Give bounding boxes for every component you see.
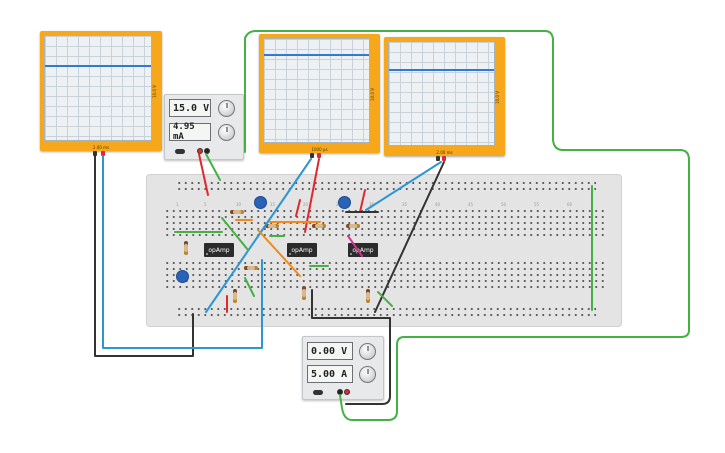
oscilloscope-left[interactable]: 10.0 V 2.00 ms [40,31,162,151]
wire-black[interactable] [311,289,391,405]
capacitor[interactable] [338,196,351,209]
oscilloscope-probe-black[interactable] [310,153,314,158]
column-number: 35 [402,202,408,207]
oscilloscope-right[interactable]: 10.0 V 2.00 ms [384,37,505,156]
oscilloscope-probe-red[interactable] [317,153,321,158]
resistor[interactable] [233,289,237,303]
oscilloscope-time-label: 2.00 ms [436,150,453,155]
power-switch-icon[interactable] [313,390,323,395]
psu-voltage-knob[interactable] [359,343,376,360]
oscilloscope-probe-red[interactable] [442,156,446,161]
wire-blue[interactable] [365,161,442,211]
wire-green[interactable] [221,217,249,251]
resistor[interactable] [346,224,360,228]
resistor[interactable] [302,286,306,300]
oscilloscope-probe-red[interactable] [101,151,105,156]
oscilloscope-probe-black[interactable] [93,151,97,156]
oscilloscope-screen [263,38,370,143]
wire-green[interactable] [205,153,221,181]
psu-terminal-red[interactable] [344,389,350,395]
psu-current-display: 4.95 mA [169,122,211,142]
column-number: 60 [567,202,573,207]
column-number: 20 [303,202,309,207]
oscilloscope-trace [389,69,494,71]
wire-black[interactable] [94,155,194,357]
resistor[interactable] [265,224,279,228]
wire-red[interactable] [295,199,301,217]
wire-green[interactable] [244,277,255,297]
wire-green[interactable] [377,291,393,307]
column-number: 30 [369,202,375,207]
resistor[interactable] [184,241,188,255]
oscilloscope-trace [45,65,151,67]
oscilloscope-time-label: 2.00 ms [92,145,110,150]
column-number: 10 [236,202,242,207]
psu-current-knob[interactable] [218,124,235,141]
resistor[interactable] [312,224,326,228]
power-supply-bottom[interactable]: 0.00 V 5.00 A [302,336,384,400]
capacitor[interactable] [176,270,189,283]
resistor[interactable] [244,266,258,270]
wire-red[interactable] [198,153,209,196]
wire-orange[interactable] [257,229,301,277]
resistor[interactable] [230,210,244,214]
column-number: 40 [435,202,441,207]
oscilloscope-probe-black[interactable] [436,156,440,161]
column-number: 1 [176,202,179,207]
resistor[interactable] [366,289,370,303]
power-switch-icon[interactable] [175,149,185,154]
power-rail-top[interactable] [176,180,596,192]
column-number: 15 [270,202,276,207]
wire-blue[interactable] [102,155,263,349]
capacitor[interactable] [254,196,267,209]
oscilloscope-screen [44,35,152,141]
wire-red[interactable] [359,189,366,213]
oscilloscope-time-label: 1000 µs [311,147,328,152]
psu-current-display: 5.00 A [307,365,353,383]
column-number: 45 [468,202,474,207]
psu-current-knob[interactable] [359,366,376,383]
psu-terminal-red[interactable] [197,148,203,154]
wire-blue[interactable] [205,158,312,313]
oscilloscope-screen [388,41,495,146]
psu-voltage-knob[interactable] [218,100,235,117]
opamp-ic[interactable]: opAmp [204,243,234,257]
psu-voltage-display: 0.00 V [307,342,353,360]
oscilloscope-trace [264,54,369,56]
wire-red[interactable] [304,158,320,233]
wire-green[interactable] [244,30,690,421]
wire-black[interactable] [374,161,445,313]
psu-voltage-display: 15.0 V [169,99,211,117]
column-number: 50 [501,202,507,207]
oscilloscope-middle[interactable]: 10.0 V 1000 µs [259,34,380,153]
power-supply-top[interactable]: 15.0 V 4.95 mA [164,94,244,160]
column-number: 5 [204,202,207,207]
opamp-ic[interactable]: opAmp [287,243,317,257]
wire-magenta[interactable] [347,235,363,257]
psu-terminal-black[interactable] [204,148,210,154]
column-number: 55 [534,202,540,207]
power-rail-bottom[interactable] [176,306,596,318]
